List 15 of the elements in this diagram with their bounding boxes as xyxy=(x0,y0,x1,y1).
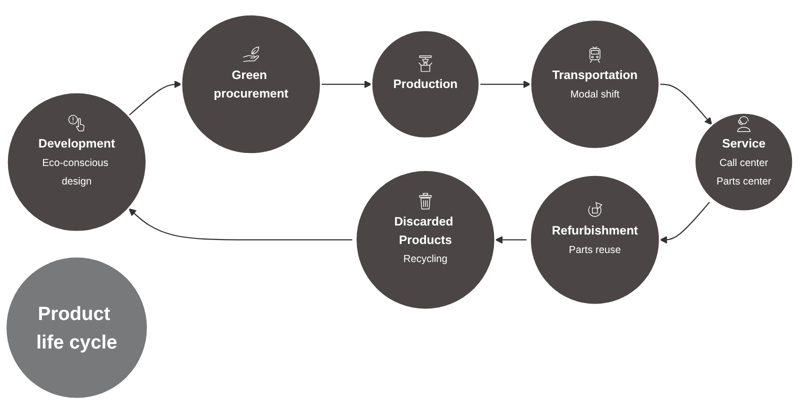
node-circle: Transportation Modal shift xyxy=(530,18,660,150)
node-circle: Product life cycle xyxy=(6,258,147,398)
arrow xyxy=(479,80,531,88)
arrow xyxy=(128,80,182,116)
node-circle: Refurbishment Parts reuse xyxy=(529,174,661,306)
arrow xyxy=(495,236,527,244)
node-circle: Discarded Products Recycling xyxy=(354,169,496,310)
node-circle: Green procurement xyxy=(180,14,322,155)
node-circle: Service Call center Parts center xyxy=(694,112,794,212)
node-circle: Development Eco-conscious design xyxy=(6,91,148,233)
node-circle: Production xyxy=(370,29,480,140)
arrow xyxy=(128,208,352,240)
arrow xyxy=(660,202,710,244)
arrow xyxy=(659,84,712,126)
arrow xyxy=(320,80,372,88)
